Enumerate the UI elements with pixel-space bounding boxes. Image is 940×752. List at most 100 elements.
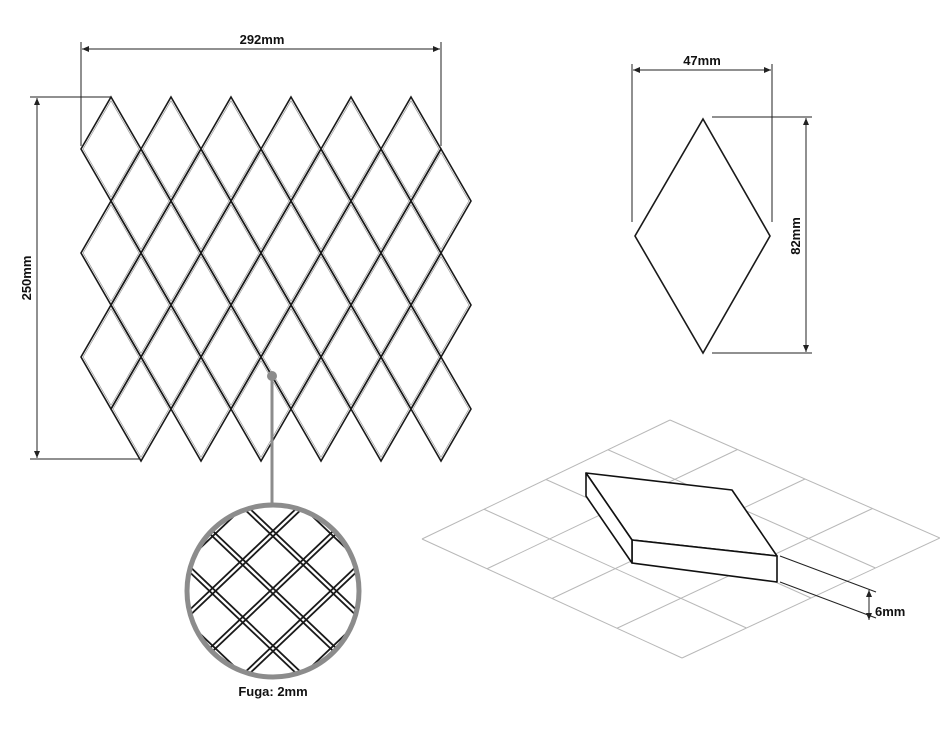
joint-zoom-detail xyxy=(184,502,362,680)
mosaic-tile-inner-edge xyxy=(172,255,230,355)
mosaic-tile xyxy=(200,95,262,203)
mosaic-tile xyxy=(290,147,352,255)
mosaic-tile-inner-edge xyxy=(382,99,440,199)
mosaic-tile-inner-edge xyxy=(292,255,350,355)
mosaic-tile-inner-edge xyxy=(232,255,290,355)
mosaic-tile xyxy=(110,251,172,359)
zoom-tile-edges xyxy=(187,505,359,677)
mosaic-tile-inner-edge xyxy=(292,359,350,459)
mosaic-tile xyxy=(350,251,412,359)
zoom-joint-edge xyxy=(187,505,359,677)
mosaic-tile xyxy=(230,251,292,359)
tile-width-label: 47mm xyxy=(683,53,721,68)
mosaic-tile-inner-edge xyxy=(262,307,320,407)
mosaic-tile xyxy=(380,303,442,411)
mosaic-tile xyxy=(140,199,202,307)
mosaic-tile-inner-edge xyxy=(202,203,260,303)
mosaic-tile-inner-edge xyxy=(412,255,470,355)
tile-left-face xyxy=(585,472,633,564)
mosaic-tile-inner-edge xyxy=(82,307,140,407)
mosaic-tile xyxy=(260,199,322,307)
mosaic-tile-inner-edge xyxy=(382,203,440,303)
mosaic-tile xyxy=(110,147,172,255)
tile-width-dimension: 47mm xyxy=(631,53,773,222)
mosaic-tile-inner-edge xyxy=(352,359,410,459)
width-label: 292mm xyxy=(240,32,285,47)
mosaic-tile-inner-edge xyxy=(82,99,140,199)
mosaic-tile-inner-edge xyxy=(292,151,350,251)
zoom-joint-edge xyxy=(187,505,359,677)
mosaic-tile xyxy=(140,95,202,203)
mosaic-tile xyxy=(170,355,232,463)
mosaic-tile-inner-edge xyxy=(232,359,290,459)
mosaic-tile-inner-edge xyxy=(322,307,380,407)
isometric-thickness-view: 6mm xyxy=(421,419,940,659)
zoom-joint-edge xyxy=(187,505,359,677)
joint-label: Fuga: 2mm xyxy=(238,684,307,699)
joint-callout xyxy=(267,371,277,505)
mosaic-tile-inner-edge xyxy=(142,99,200,199)
mosaic-tile xyxy=(350,147,412,255)
mosaic-tile xyxy=(110,355,172,463)
mosaic-tile-inner-edge xyxy=(172,151,230,251)
mosaic-tile xyxy=(320,199,382,307)
mosaic-tile xyxy=(230,147,292,255)
single-tile-drawing: 47mm 82mm xyxy=(631,53,812,355)
height-dimension: 250mm xyxy=(19,96,140,460)
mosaic-tile-inner-edge xyxy=(172,359,230,459)
zoom-joint-edge xyxy=(187,505,359,677)
mosaic-tile xyxy=(170,251,232,359)
mosaic-tile-inner-edge xyxy=(412,359,470,459)
mosaic-tile xyxy=(410,355,472,463)
mosaic-tile-inner-edge xyxy=(202,99,260,199)
mosaic-tile xyxy=(320,303,382,411)
mosaic-tile xyxy=(260,95,322,203)
mosaic-tile-inner-edge xyxy=(112,255,170,355)
height-label: 250mm xyxy=(19,256,34,301)
zoom-frame xyxy=(184,502,362,680)
mosaic-tile xyxy=(350,355,412,463)
mosaic-tile-inner-edge xyxy=(382,307,440,407)
mosaic-tile xyxy=(260,303,322,411)
mosaic-tile-inner-edge xyxy=(352,151,410,251)
mosaic-tile-inner-edge xyxy=(202,307,260,407)
mosaic-tile-inner-edge xyxy=(322,99,380,199)
mosaic-tile xyxy=(140,303,202,411)
mosaic-tile-inner-edge xyxy=(262,99,320,199)
tile-height-dimension: 82mm xyxy=(712,116,812,354)
mosaic-tile xyxy=(290,251,352,359)
grid-line xyxy=(669,419,940,539)
mosaic-tile-inner-edge xyxy=(262,203,320,303)
mosaic-tile-inner-edge xyxy=(142,203,200,303)
tile-height-label: 82mm xyxy=(788,217,803,255)
mosaic-tile xyxy=(320,95,382,203)
mosaic-tile xyxy=(200,199,262,307)
single-rhombus-tile xyxy=(634,117,771,355)
callout-dot xyxy=(267,371,277,381)
mosaic-tile xyxy=(80,95,142,203)
mosaic-tile xyxy=(410,147,472,255)
mosaic-tiles xyxy=(80,95,472,463)
mosaic-tile xyxy=(380,95,442,203)
mosaic-tile xyxy=(290,355,352,463)
zoom-joint-edge xyxy=(187,505,359,677)
thickness-label: 6mm xyxy=(875,604,905,619)
grid-line xyxy=(681,537,940,659)
mosaic-tile xyxy=(80,303,142,411)
mosaic-tile xyxy=(380,199,442,307)
mosaic-tile xyxy=(80,199,142,307)
isometric-tile xyxy=(585,472,778,583)
width-dimension: 292mm xyxy=(80,32,442,146)
mosaic-tile-inner-edge xyxy=(82,203,140,303)
mosaic-tile xyxy=(170,147,232,255)
mosaic-tile xyxy=(200,303,262,411)
mosaic-tile-inner-edge xyxy=(142,307,200,407)
mosaic-tile-inner-edge xyxy=(352,255,410,355)
mosaic-sheet: 292mm 250mm Fuga: 2mm xyxy=(19,32,472,699)
mosaic-tile-inner-edge xyxy=(112,151,170,251)
mosaic-tile xyxy=(410,251,472,359)
mosaic-tile-inner-edge xyxy=(412,151,470,251)
zoom-joint-edge xyxy=(187,505,359,677)
mosaic-tile-inner-edge xyxy=(322,203,380,303)
